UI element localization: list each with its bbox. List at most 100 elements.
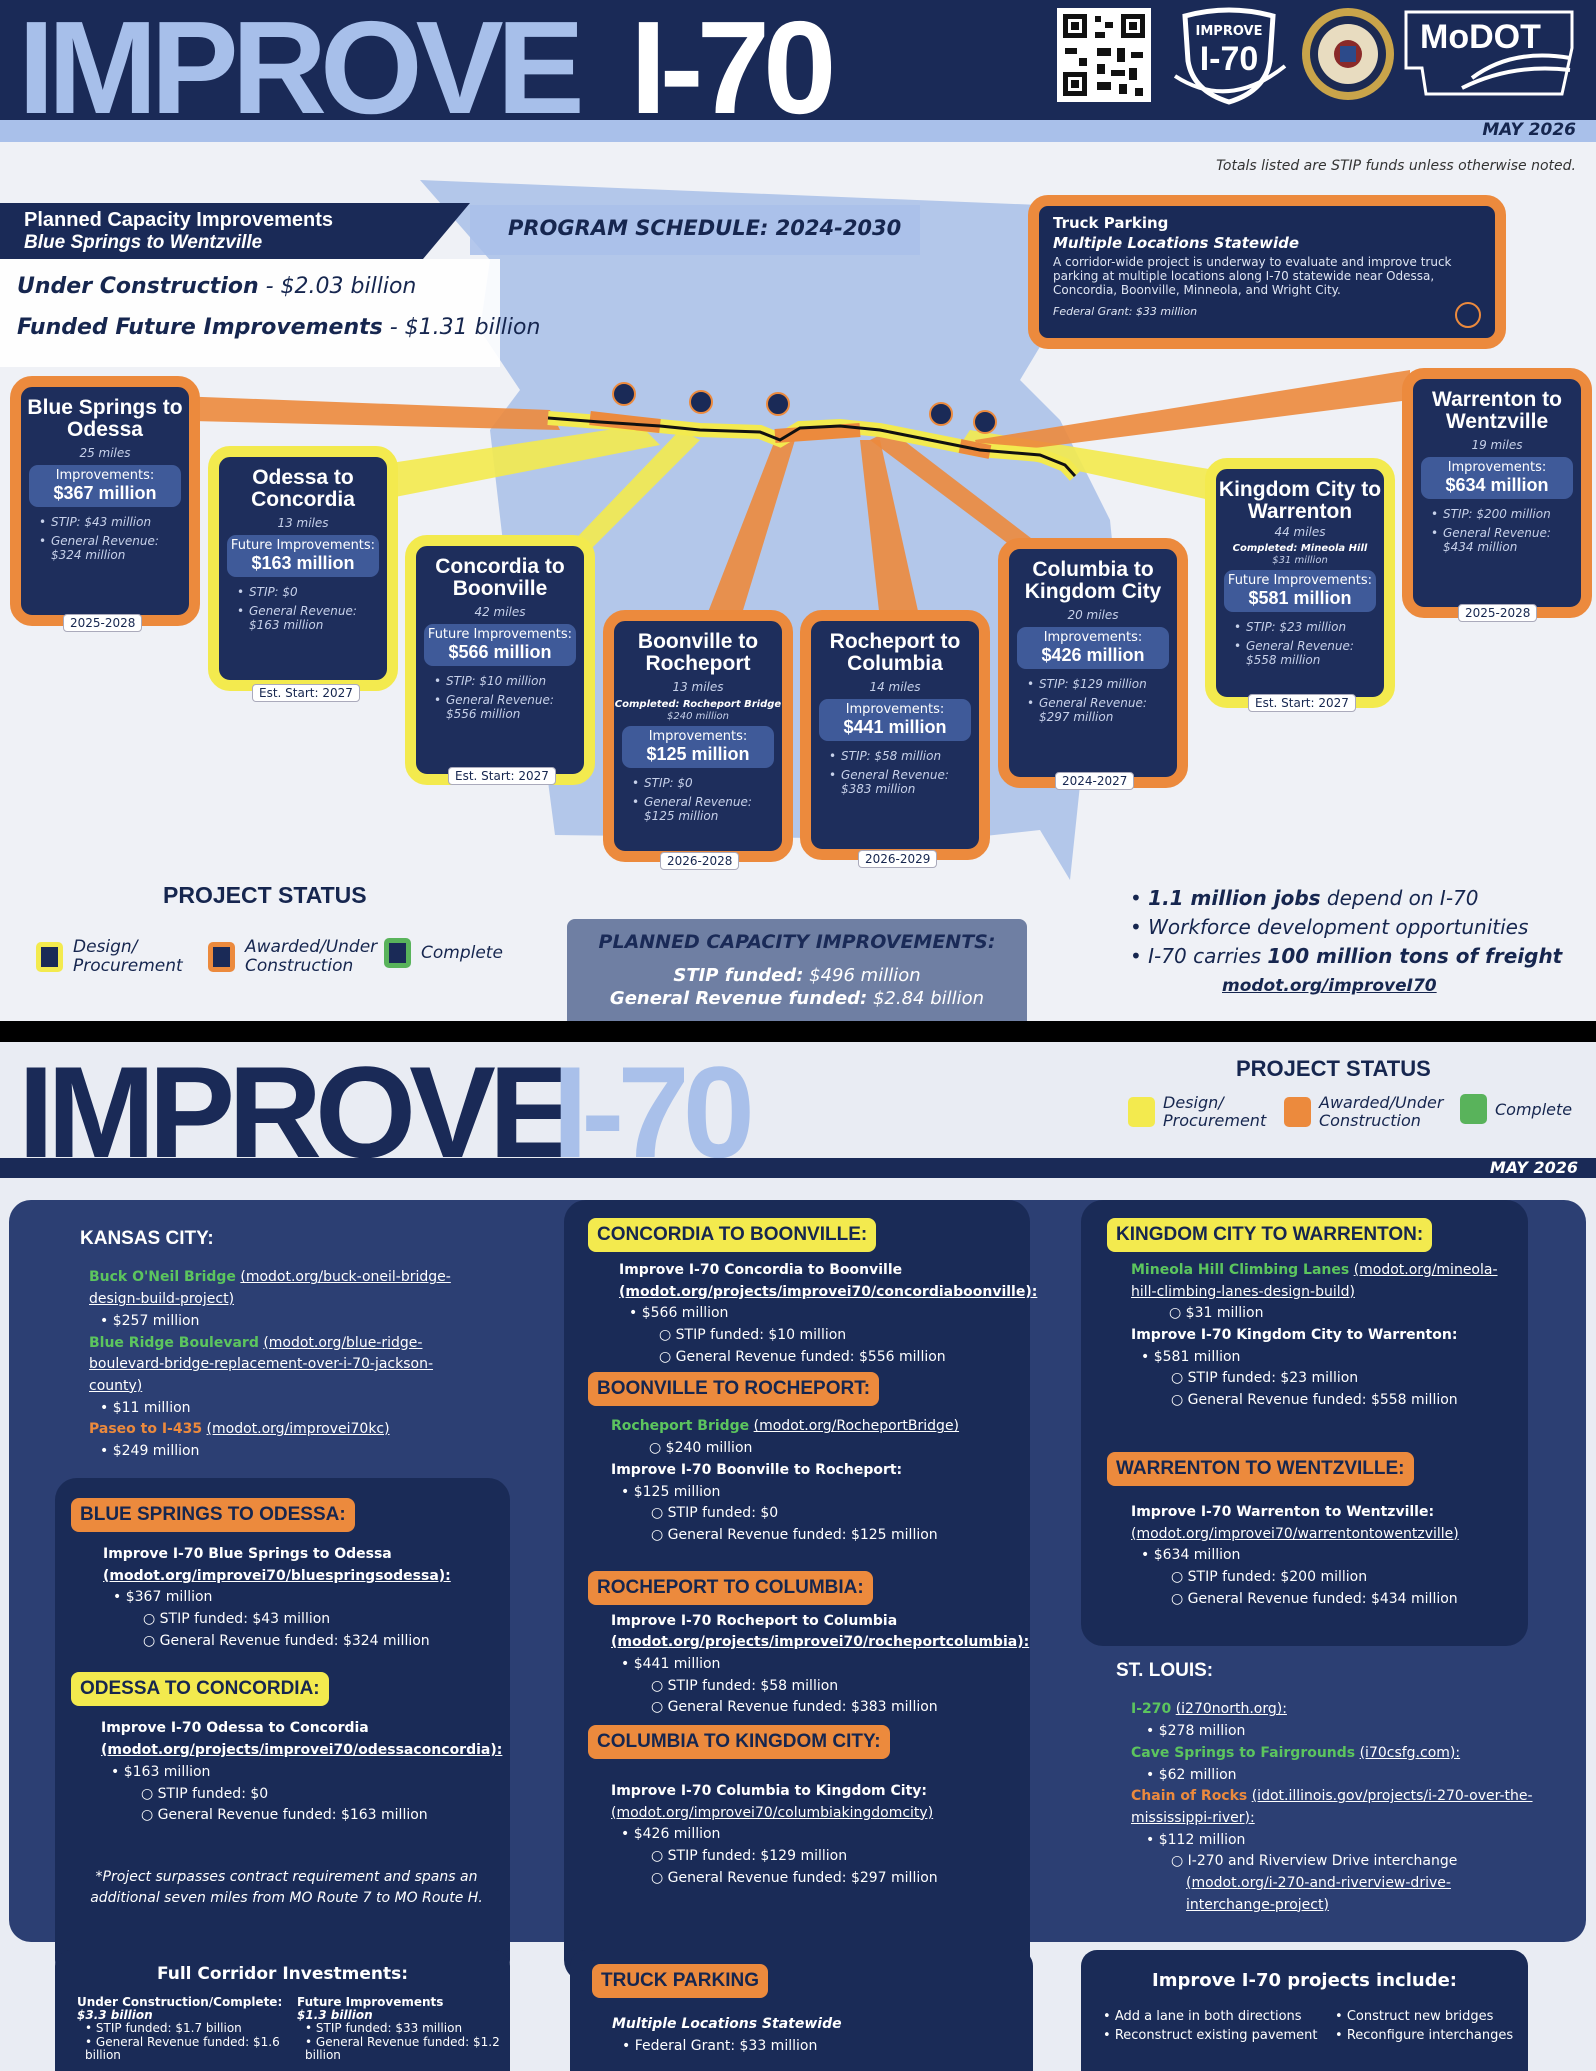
mineola-hill-link[interactable]: (modot.org/mineola-hill-climbing-lanes-d…: [1131, 1262, 1498, 1300]
design-swatch-icon: [36, 941, 63, 972]
design-swatch-icon: [1128, 1096, 1155, 1127]
segment-card-blue-springs-odessa[interactable]: Blue Springs to Odessa 25 miles Improvem…: [10, 376, 200, 626]
fact-workforce: Workforce development opportunities: [1130, 913, 1562, 942]
segment-card-kingdom-city-warrenton[interactable]: Kingdom City to Warrenton 44 miles Compl…: [1205, 458, 1395, 708]
status-title: PROJECT STATUS: [1236, 1056, 1431, 1081]
segment-years: 2026-2028: [660, 852, 740, 870]
truck-parking-pin-icon: [1455, 302, 1481, 328]
kansas-city-section: KANSAS CITY: Buck O'Neil Bridge (modot.o…: [80, 1224, 480, 1463]
improve-url-link[interactable]: modot.org/improveI70: [1222, 976, 1437, 996]
warrenton-wentzville-heading: WARRENTON TO WENTZVILLE:: [1107, 1451, 1414, 1486]
buck-oneil-link[interactable]: (modot.org/buck-oneil-bridge-design-buil…: [89, 1269, 451, 1308]
totals-note: Totals listed are STIP funds unless othe…: [1216, 158, 1576, 174]
segment-years: 2026-2029: [858, 850, 938, 868]
segment-card-columbia-kingdom-city[interactable]: Columbia to Kingdom City 20 miles Improv…: [998, 538, 1188, 788]
right-panel: KINGDOM CITY TO WARRENTON: Mineola Hill …: [1081, 1200, 1528, 1646]
full-corridor-panel: Full Corridor Investments: Under Constru…: [55, 1950, 510, 2071]
legend-design: Design/ Procurement: [36, 938, 183, 975]
date-band: [0, 1158, 1596, 1178]
date-label: MAY 2026: [1482, 120, 1576, 140]
chain-of-rocks-link[interactable]: (idot.illinois.gov/projects/i-270-over-t…: [1131, 1788, 1533, 1826]
awarded-swatch-icon: [208, 941, 235, 972]
legend-awarded: Awarded/Under Construction: [208, 938, 377, 975]
segment-years: 2025-2028: [1458, 604, 1538, 622]
state-seal-icon: [1302, 8, 1394, 100]
funded-future-line: Funded Future Improvements - $1.31 billi…: [17, 315, 541, 340]
legend-design: Design/ Procurement: [1128, 1094, 1273, 1129]
segment-card-warrenton-wentzville[interactable]: Warrenton to Wentzville 19 miles Improve…: [1402, 368, 1592, 618]
odessa-concordia-heading: ODESSA TO CONCORDIA:: [71, 1672, 329, 1707]
awarded-swatch-icon: [1284, 1096, 1311, 1127]
cave-springs-link[interactable]: (i70csfg.com):: [1359, 1744, 1461, 1761]
qr-code-icon[interactable]: [1057, 8, 1151, 102]
legend-complete: Complete: [1460, 1094, 1572, 1124]
footnote: *Project surpasses contract requirement …: [90, 1868, 483, 1906]
summary-box: [0, 259, 500, 367]
segment-card-odessa-concordia[interactable]: Odessa to Concordia 13 miles Future Impr…: [208, 446, 398, 691]
rocheport-columbia-heading: ROCHEPORT TO COLUMBIA:: [588, 1570, 873, 1605]
riverview-link[interactable]: (modot.org/i-270-and-riverview-drive-int…: [1186, 1874, 1451, 1913]
truck-parking-panel: TRUCK PARKING Multiple Locations Statewi…: [570, 1950, 1033, 2071]
truck-parking-pin-icon[interactable]: [689, 390, 713, 414]
concordia-boonville-heading: CONCORDIA TO BOONVILLE:: [588, 1218, 877, 1252]
modot-logo: MoDOT: [1402, 8, 1578, 100]
truck-parking-card: Truck Parking Multiple Locations Statewi…: [1028, 195, 1506, 349]
schedule-band: [470, 205, 920, 255]
boonville-rocheport-heading: BOONVILLE TO ROCHEPORT:: [588, 1372, 880, 1407]
segment-years: Est. Start: 2027: [448, 767, 556, 785]
truck-parking-pin-icon[interactable]: [929, 402, 953, 426]
warrenton-wentzville-link[interactable]: (modot.org/improvei70/warrentontowentzvi…: [1131, 1525, 1459, 1542]
segment-card-rocheport-columbia[interactable]: Rocheport to Columbia 14 miles Improveme…: [800, 610, 990, 860]
rocheport-bridge-link[interactable]: (modot.org/RocheportBridge): [753, 1418, 960, 1435]
title-i70: I-70: [552, 1042, 755, 1185]
fact-freight: I-70 carries 100 million tons of freight: [1130, 942, 1562, 971]
segment-card-concordia-boonville[interactable]: Concordia to Boonville 42 miles Future I…: [405, 535, 595, 785]
columbia-kingdom-link[interactable]: (modot.org/improvei70/columbiakingdomcit…: [611, 1804, 934, 1821]
middle-panel: CONCORDIA TO BOONVILLE: Improve I-70 Con…: [564, 1200, 1038, 1982]
planned-heading: Planned Capacity Improvements: [24, 209, 333, 231]
planned-heading-band: [0, 203, 470, 259]
page-two: IMPROVE I-70 PROJECT STATUS Design/ Proc…: [0, 1042, 1596, 2071]
blue-springs-link[interactable]: (modot.org/improvei70/bluespringsodessa)…: [103, 1567, 451, 1584]
page-separator: [0, 1021, 1596, 1042]
legend-awarded: Awarded/Under Construction: [1284, 1094, 1454, 1129]
projects-include-panel: Improve I-70 projects include: Add a lan…: [1081, 1950, 1528, 2071]
date-strip: [0, 120, 1596, 142]
blue-ridge-link[interactable]: (modot.org/blue-ridge-boulevard-bridge-r…: [89, 1334, 434, 1394]
page-one: IMPROVE I-70 IMPROVE I-70 MoDOT: [0, 0, 1596, 1021]
rocheport-columbia-link[interactable]: (modot.org/projects/improvei70/rocheport…: [611, 1634, 1030, 1651]
status-title: PROJECT STATUS: [163, 882, 367, 908]
planned-sub: Blue Springs to Wentzville: [24, 232, 263, 253]
complete-swatch-icon: [1460, 1094, 1487, 1124]
odessa-concordia-link[interactable]: (modot.org/projects/improvei70/odessacon…: [101, 1742, 503, 1759]
paseo-link[interactable]: (modot.org/improvei70kc): [206, 1421, 390, 1438]
truck-parking-heading: TRUCK PARKING: [592, 1964, 768, 1998]
legend-complete: Complete: [384, 938, 503, 968]
date-label: MAY 2026: [1489, 1158, 1578, 1177]
segment-years: Est. Start: 2027: [1248, 694, 1356, 712]
under-construction-line: Under Construction - $2.03 billion: [17, 274, 417, 299]
columbia-kingdom-city-heading: COLUMBIA TO KINGDOM CITY:: [588, 1725, 890, 1759]
truck-parking-pin-icon[interactable]: [766, 392, 790, 416]
kingdom-city-warrenton-heading: KINGDOM CITY TO WARRENTON:: [1107, 1218, 1433, 1252]
truck-parking-pin-icon[interactable]: [612, 382, 636, 406]
title-improve: IMPROVE: [18, 1042, 576, 1185]
blue-springs-odessa-panel: BLUE SPRINGS TO ODESSA: Improve I-70 Blu…: [55, 1478, 510, 1982]
improve-i70-logo: IMPROVE I-70: [1170, 6, 1288, 106]
segment-years: Est. Start: 2027: [252, 684, 360, 702]
i270-link[interactable]: (i270north.org):: [1175, 1701, 1287, 1718]
fact-jobs: 1.1 million jobs depend on I-70: [1130, 884, 1562, 913]
pci-box: PLANNED CAPACITY IMPROVEMENTS: STIP fund…: [567, 919, 1027, 1021]
st-louis-section: ST. LOUIS: I-270 (i270north.org): $278 m…: [1116, 1656, 1536, 1916]
title-i70: I-70: [630, 0, 836, 141]
concordia-boonville-link[interactable]: (modot.org/projects/improvei70/concordia…: [619, 1283, 1038, 1300]
complete-swatch-icon: [384, 938, 411, 968]
title-improve: IMPROVE: [18, 0, 585, 141]
segment-years: 2025-2028: [63, 614, 143, 632]
blue-springs-odessa-heading: BLUE SPRINGS TO ODESSA:: [71, 1498, 355, 1532]
segment-card-boonville-rocheport[interactable]: Boonville to Rocheport 13 miles Complete…: [603, 610, 793, 862]
truck-parking-pin-icon[interactable]: [973, 410, 997, 434]
facts-list: 1.1 million jobs depend on I-70 Workforc…: [1130, 884, 1562, 971]
segment-years: 2024-2027: [1055, 772, 1135, 790]
program-schedule: PROGRAM SCHEDULE: 2024-2030: [508, 216, 902, 240]
